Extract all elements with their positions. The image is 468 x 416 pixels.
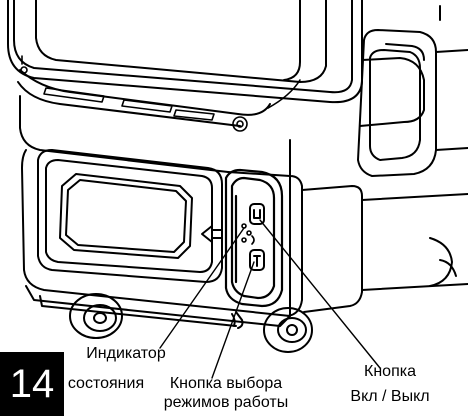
callout-indicator-line2: состояния — [67, 375, 145, 392]
housing-details — [20, 55, 301, 132]
leader-power-button — [259, 219, 381, 369]
callout-mode-line1: Кнопка выбора — [169, 375, 283, 392]
display-window — [59, 173, 193, 259]
leader-indicator — [159, 227, 245, 349]
indicator-led-icon — [241, 223, 255, 245]
arrow-left-icon — [201, 225, 223, 243]
mode-symbol-icon — [253, 255, 261, 267]
front-right-wheel — [263, 307, 313, 353]
lower-shell — [21, 139, 468, 317]
display-panel — [37, 149, 223, 283]
front-left-wheel — [69, 293, 123, 339]
figure-number-badge: 14 — [0, 352, 64, 416]
callout-mode-line2: режимов работы — [163, 394, 289, 411]
base-and-wheels — [25, 285, 313, 353]
callout-power-button: Кнопка Вкл / Выкл — [338, 362, 442, 406]
callout-indicator: Индикатор состояния — [68, 344, 182, 393]
callout-leaders — [159, 219, 381, 379]
mode-button[interactable] — [249, 249, 265, 271]
power-symbol-icon — [253, 209, 261, 219]
callout-indicator-line1: Индикатор — [86, 345, 166, 362]
side-latch — [357, 5, 468, 177]
callout-mode-button: Кнопка выбора режимов работы — [162, 374, 290, 412]
callout-power-line2: Вкл / Выкл — [350, 388, 430, 405]
power-button[interactable] — [249, 203, 265, 225]
callout-power-line1: Кнопка — [364, 363, 416, 380]
leader-mode-button — [211, 261, 255, 379]
